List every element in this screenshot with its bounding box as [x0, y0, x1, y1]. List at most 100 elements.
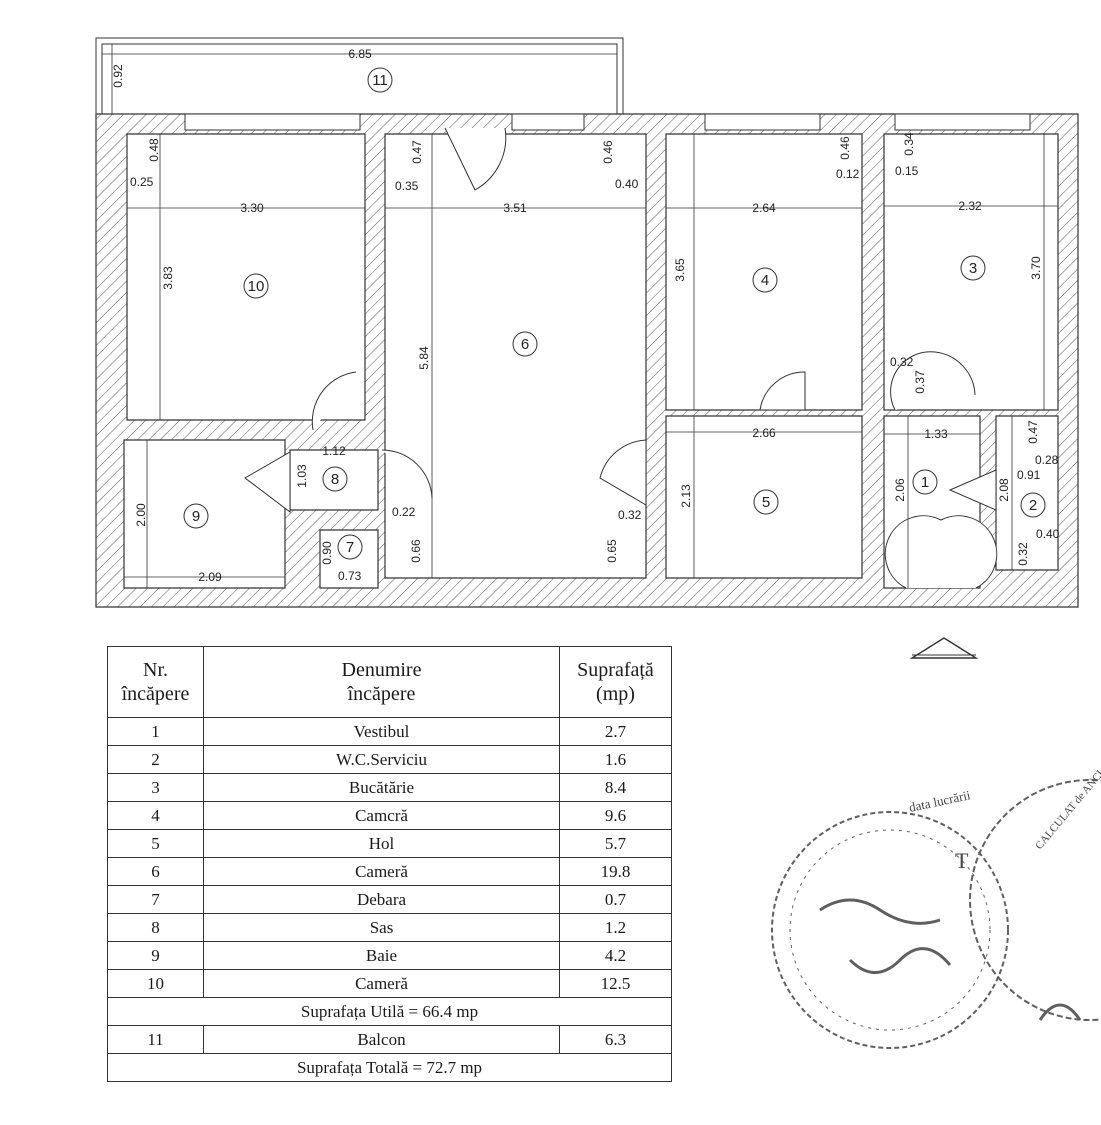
dim-label: 0.32: [890, 355, 914, 369]
room-labels: 11 10 6 4 3 8 1 5 2 9 7: [183, 67, 1046, 560]
walls: [95, 113, 1079, 608]
stamp-text: data lucrării: [908, 787, 973, 815]
dim-label: 0.32: [618, 508, 642, 522]
dim-label: 2.13: [679, 484, 693, 508]
svg-text:3: 3: [969, 260, 977, 277]
row-nr: 5: [107, 829, 204, 858]
row-area: 12.5: [559, 969, 672, 998]
row-name: Sas: [203, 913, 560, 942]
total-area: Suprafața Totală = 72.7 mp: [107, 1053, 672, 1082]
row-area: 8.4: [559, 773, 672, 802]
row-name: Hol: [203, 829, 560, 858]
dim-label: 0.28: [1035, 453, 1059, 467]
dim-label: 0.15: [895, 164, 919, 178]
dim-label: 1.12: [322, 444, 346, 458]
dim-label: 0.32: [1016, 542, 1030, 566]
dim-label: 0.46: [838, 136, 852, 160]
row-nr: 3: [107, 773, 204, 802]
dim-label: 0.90: [320, 541, 334, 565]
dim-label: 0.46: [601, 140, 615, 164]
dim-label: 0.22: [392, 505, 416, 519]
dim-label: 2.08: [997, 478, 1011, 502]
dim-label: 0.92: [111, 64, 125, 88]
row-area: 9.6: [559, 801, 672, 830]
svg-text:2: 2: [1029, 497, 1037, 514]
dimension-lines: [102, 44, 1058, 588]
header-nr: Nr.încăpere: [107, 646, 204, 718]
dim-label: 0.73: [338, 569, 362, 583]
north-arrow-icon: [909, 637, 979, 659]
dim-label: 0.47: [410, 140, 424, 164]
dim-label: 2.64: [752, 201, 776, 215]
svg-text:1: 1: [921, 474, 929, 491]
windows: [184, 113, 1031, 131]
dim-label: 1.33: [924, 427, 948, 441]
row-area: 1.2: [559, 913, 672, 942]
dim-label: 0.25: [130, 175, 154, 189]
row-nr: 8: [107, 913, 204, 942]
svg-text:6: 6: [521, 336, 529, 353]
dim-label: 0.34: [902, 132, 916, 156]
room-marker-4: 4: [752, 267, 778, 293]
svg-text:10: 10: [248, 278, 265, 295]
room-marker-10: 10: [243, 273, 269, 299]
floor-plan: 6.85 0.92 3.30 3.51 2.64 2.32 3.83 5.84 …: [95, 37, 1079, 608]
row-nr: 2: [107, 745, 204, 774]
row-nr: 10: [107, 969, 204, 998]
svg-text:5: 5: [762, 494, 770, 511]
dim-label: 0.91: [1017, 468, 1041, 482]
row-nr: 7: [107, 885, 204, 914]
svg-text:11: 11: [372, 72, 388, 89]
dim-label: 3.70: [1029, 256, 1043, 280]
dim-label: 6.85: [348, 47, 372, 61]
dim-label: 3.83: [161, 266, 175, 290]
row-area: 19.8: [559, 857, 672, 886]
row-area: 6.3: [559, 1025, 672, 1054]
row-name: Baie: [203, 941, 560, 970]
room-marker-11: 11: [367, 67, 393, 93]
dim-label: 0.48: [147, 138, 161, 162]
row-nr: 9: [107, 941, 204, 970]
dim-label: 3.51: [503, 201, 527, 215]
row-area: 4.2: [559, 941, 672, 970]
room-marker-1: 1: [912, 469, 938, 495]
dim-label: 0.66: [409, 539, 423, 563]
row-name: Vestibul: [203, 717, 560, 746]
row-name: Debara: [203, 885, 560, 914]
dim-label: 3.30: [240, 201, 264, 215]
dim-label: 0.12: [836, 167, 860, 181]
dim-label: 0.65: [605, 539, 619, 563]
svg-text:4: 4: [761, 272, 769, 289]
svg-text:T: T: [955, 848, 969, 873]
table-summary-row: Suprafața Utilă = 66.4 mp: [107, 997, 672, 1026]
dim-label: 0.40: [1036, 527, 1060, 541]
dimension-labels: 6.85 0.92 3.30 3.51 2.64 2.32 3.83 5.84 …: [111, 47, 1060, 584]
row-name: W.C.Serviciu: [203, 745, 560, 774]
dim-label: 0.47: [1026, 420, 1040, 444]
room-marker-8: 8: [322, 466, 348, 492]
row-area: 0.7: [559, 885, 672, 914]
svg-text:7: 7: [346, 539, 354, 556]
svg-text:9: 9: [192, 508, 200, 525]
dim-label: 0.37: [913, 370, 927, 394]
dim-label: 2.09: [198, 570, 222, 584]
dim-label: 2.32: [958, 199, 982, 213]
room-marker-2: 2: [1020, 492, 1046, 518]
room-marker-5: 5: [753, 489, 779, 515]
table-summary-row: Suprafața Totală = 72.7 mp: [107, 1053, 672, 1082]
dim-label: 1.03: [295, 464, 309, 488]
room-marker-9: 9: [183, 503, 209, 529]
row-nr: 1: [107, 717, 204, 746]
row-area: 2.7: [559, 717, 672, 746]
room-marker-3: 3: [960, 255, 986, 281]
